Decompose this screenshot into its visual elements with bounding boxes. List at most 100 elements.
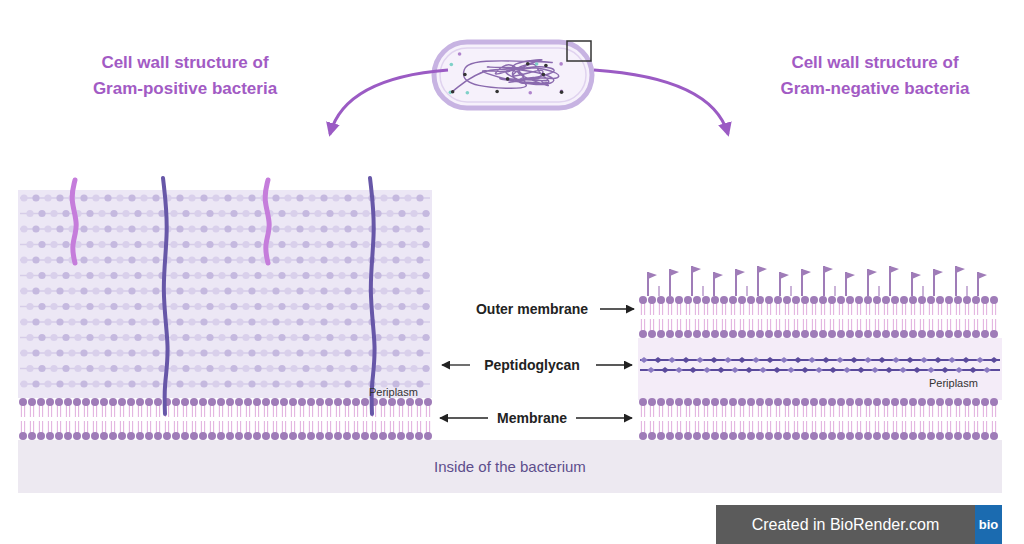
lipid-tail (249, 421, 250, 433)
lipid-tail (141, 405, 142, 417)
lipid-head (972, 330, 980, 338)
lipid-tail (839, 303, 840, 315)
peptidoglycan-bead (188, 380, 195, 387)
peptidoglycan-bead (104, 194, 111, 201)
lipid-head (172, 398, 180, 406)
peptidoglycan-bead (236, 256, 243, 263)
peptidoglycan-bead (230, 334, 237, 341)
lipid-head (325, 432, 333, 440)
lipid-head (873, 330, 881, 338)
lipid-tail (267, 405, 268, 417)
peptidoglycan-bead (260, 318, 267, 325)
lipid-head (172, 432, 180, 440)
lipid-tail (291, 405, 292, 417)
lipid-tail (788, 303, 789, 315)
lps-short (966, 286, 968, 296)
lipid-head (972, 398, 980, 406)
lipid-head (415, 432, 423, 440)
peptidoglycan-bead (272, 194, 279, 201)
lipid-tail (995, 421, 996, 433)
lipid-tail (138, 421, 139, 433)
lipid-tail (779, 421, 780, 433)
peptidoglycan-bead (362, 210, 369, 217)
lipid-tail (255, 405, 256, 417)
peptidoglycan-bead (254, 365, 261, 372)
lipid-tail (974, 303, 975, 315)
peptidoglycan-bead (56, 256, 63, 263)
lps-flag (868, 269, 877, 276)
lipid-tail (983, 421, 984, 433)
lipid-tail (285, 405, 286, 417)
lipid-tail (938, 421, 939, 433)
lipid-head (352, 398, 360, 406)
lipid-tail (671, 303, 672, 315)
lipid-head (145, 432, 153, 440)
peptidoglycan-bead (320, 349, 327, 356)
lipid-tail (857, 303, 858, 315)
peptidoglycan-bead (302, 334, 309, 341)
peptidoglycan-bead (38, 210, 45, 217)
peptidoglycan-bead (404, 256, 411, 263)
lipid-head (837, 330, 845, 338)
peptidoglycan-bead (326, 210, 333, 217)
node-text: bio (975, 505, 1002, 544)
lipid-tail (932, 303, 933, 315)
lipid-head (936, 398, 944, 406)
lipid-head (711, 432, 719, 440)
lipid-tail (120, 405, 121, 417)
lipid-head (235, 432, 243, 440)
lipid-head (855, 296, 863, 304)
lipid-head (801, 432, 809, 440)
lipid-head (936, 432, 944, 440)
peptidoglycan-bead (320, 225, 327, 232)
lps-short (790, 286, 792, 296)
lipid-tail (902, 319, 903, 331)
peptidoglycan-bead (362, 272, 369, 279)
peptidoglycan-bead (212, 349, 219, 356)
lipid-tail (680, 319, 681, 331)
peptidoglycan-bead (416, 349, 423, 356)
leader-arrow (600, 308, 634, 309)
lipid-tail (947, 319, 948, 331)
lipid-head (720, 432, 728, 440)
lipid-tail (653, 405, 654, 417)
peptidoglycan-bead (140, 225, 147, 232)
lipid-tail (884, 421, 885, 433)
peptidoglycan-bead (254, 303, 261, 310)
lipid-tail (839, 319, 840, 331)
peptidoglycan-bead (230, 272, 237, 279)
lipid-tail (246, 405, 247, 417)
lipid-tail (734, 405, 735, 417)
lipid-tail (300, 421, 301, 433)
peptidoglycan-bead (314, 210, 321, 217)
lipid-tail (51, 421, 52, 433)
lipid-head (783, 330, 791, 338)
lipid-tail (920, 303, 921, 315)
peptidoglycan-bead (272, 225, 279, 232)
lipid-tail (803, 303, 804, 315)
lipid-tail (839, 421, 840, 433)
lipid-tail (887, 421, 888, 433)
lipid-tail (803, 319, 804, 331)
lps-flag (648, 272, 657, 279)
lipid-tail (923, 319, 924, 331)
lipid-tail (309, 405, 310, 417)
lipid-tail (366, 421, 367, 433)
lipid-tail (824, 421, 825, 433)
lipid-tail (713, 303, 714, 315)
lipid-tail (357, 405, 358, 417)
lipid-head (82, 398, 90, 406)
lipid-head (253, 398, 261, 406)
lipid-tail (767, 421, 768, 433)
lipid-head (927, 398, 935, 406)
lipid-head (37, 432, 45, 440)
peptidoglycan-bead (170, 210, 177, 217)
lipid-head (118, 432, 126, 440)
lipid-head (208, 432, 216, 440)
lipid-head (738, 432, 746, 440)
lipid-tail (96, 421, 97, 433)
lipid-tail (797, 303, 798, 315)
lipid-tail (689, 303, 690, 315)
peptidoglycan-bead (236, 349, 243, 356)
lipid-bilayer (639, 398, 998, 440)
